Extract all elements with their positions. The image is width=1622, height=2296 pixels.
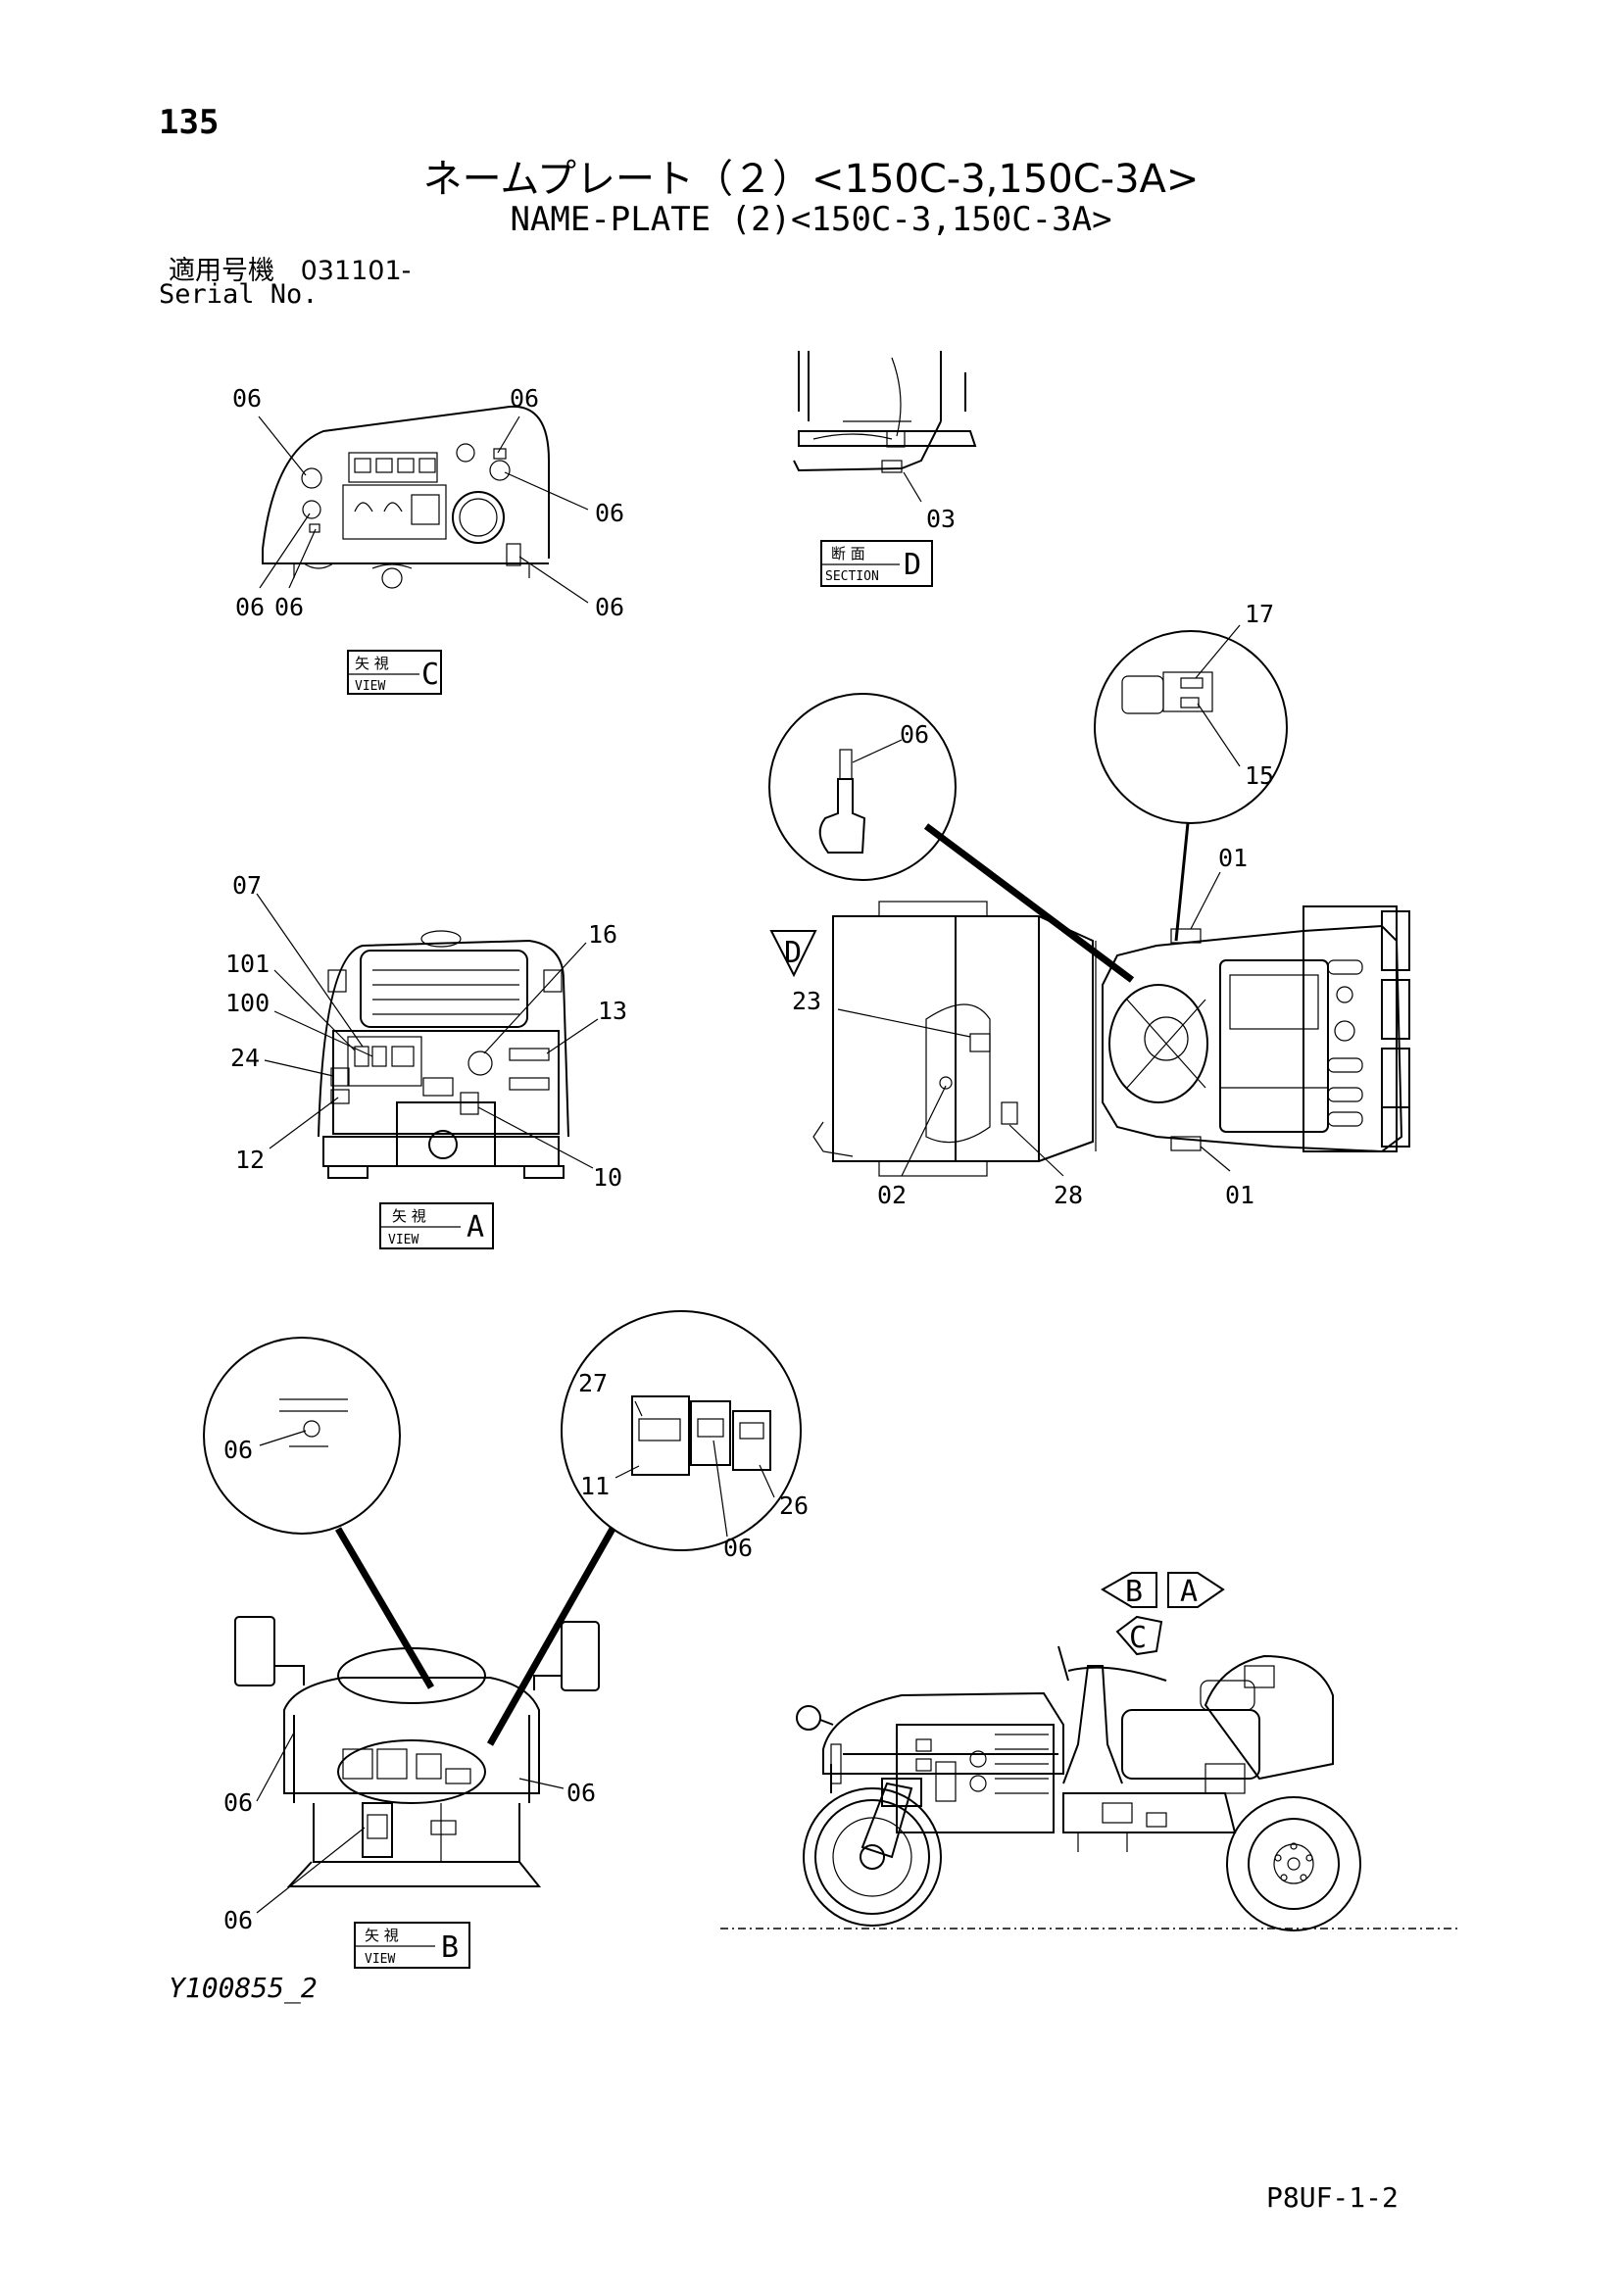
- svg-text:VIEW: VIEW: [388, 1233, 418, 1247]
- callout-top-23: 23: [792, 987, 821, 1015]
- svg-text:VIEW: VIEW: [355, 679, 385, 694]
- view-c-tag: 矢 視 VIEW C: [347, 650, 442, 695]
- svg-text:B: B: [441, 1930, 459, 1965]
- callout-top-15: 15: [1245, 761, 1274, 790]
- callout-c-6: 06: [595, 593, 624, 621]
- callout-b-06c: 06: [223, 1788, 253, 1817]
- callout-a-10: 10: [593, 1163, 622, 1192]
- callout-c-5: 06: [274, 593, 304, 621]
- callout-b-06e: 06: [223, 1906, 253, 1934]
- view-c-panel: [258, 405, 589, 604]
- callout-top-17: 17: [1245, 600, 1274, 628]
- callout-top-01a: 01: [1218, 844, 1248, 872]
- callout-a-16: 16: [588, 920, 617, 949]
- svg-text:SECTION: SECTION: [825, 569, 879, 584]
- callout-c-1: 06: [232, 384, 262, 413]
- callout-b-06a: 06: [223, 1436, 253, 1464]
- arrow-b-label: B: [1125, 1575, 1143, 1609]
- callout-b-06b: 06: [723, 1534, 753, 1562]
- svg-text:VIEW: VIEW: [365, 1952, 395, 1967]
- callout-top-01b: 01: [1225, 1181, 1254, 1209]
- callout-b-27: 27: [578, 1369, 608, 1397]
- serial-number-line: 適用号機 031101-: [169, 249, 411, 287]
- callout-a-101: 101: [225, 950, 270, 978]
- title-japanese: ネームプレート（２）<150C-3,150C-3A>: [422, 157, 1200, 202]
- title-english: NAME-PLATE (2)<150C-3,150C-3A>: [510, 200, 1112, 239]
- svg-text:A: A: [467, 1210, 484, 1245]
- serial-label-en: Serial No.: [159, 279, 319, 310]
- callout-c-3: 06: [595, 499, 624, 527]
- view-a-tag: 矢 視 VIEW A: [379, 1202, 494, 1249]
- section-d-arrow-label: D: [784, 936, 802, 970]
- callout-top-02: 02: [877, 1181, 907, 1209]
- section-d-detail: [793, 351, 977, 503]
- callout-a-100: 100: [225, 989, 270, 1017]
- callout-b-06d: 06: [566, 1779, 596, 1807]
- callout-a-07: 07: [232, 871, 262, 900]
- callout-a-13: 13: [598, 997, 627, 1025]
- serial-label-jp: 適用号機: [169, 256, 274, 286]
- callout-b-26: 26: [779, 1491, 809, 1520]
- svg-text:C: C: [421, 658, 439, 692]
- callout-b-11: 11: [580, 1472, 610, 1500]
- view-b-rear: [203, 1310, 802, 1914]
- callout-a-12: 12: [235, 1146, 265, 1174]
- drawing-id: Y100855_2: [169, 1972, 318, 2004]
- section-d-tag: 断 面 SECTION D: [820, 540, 933, 587]
- view-a-front: [256, 893, 599, 1179]
- page-number: 135: [159, 103, 220, 142]
- callout-c-4: 06: [235, 593, 265, 621]
- svg-text:断 面: 断 面: [831, 545, 865, 562]
- svg-text:矢 視: 矢 視: [365, 1927, 399, 1944]
- page-code: P8UF-1-2: [1266, 2181, 1399, 2214]
- callout-top-28: 28: [1054, 1181, 1083, 1209]
- callout-d-1: 03: [926, 505, 956, 533]
- svg-text:矢 視: 矢 視: [355, 655, 389, 672]
- top-view-machine: [768, 624, 1410, 1177]
- callout-top-06: 06: [900, 720, 929, 749]
- svg-text:矢 視: 矢 視: [392, 1207, 426, 1225]
- arrow-a-label: A: [1180, 1575, 1198, 1609]
- side-view-machine: [720, 1572, 1460, 1931]
- svg-text:D: D: [904, 548, 921, 582]
- view-b-tag: 矢 視 VIEW B: [354, 1922, 470, 1969]
- arrow-c-label: C: [1129, 1621, 1147, 1655]
- callout-a-24: 24: [230, 1044, 260, 1072]
- serial-value: 031101-: [300, 256, 412, 286]
- callout-c-2: 06: [510, 384, 539, 413]
